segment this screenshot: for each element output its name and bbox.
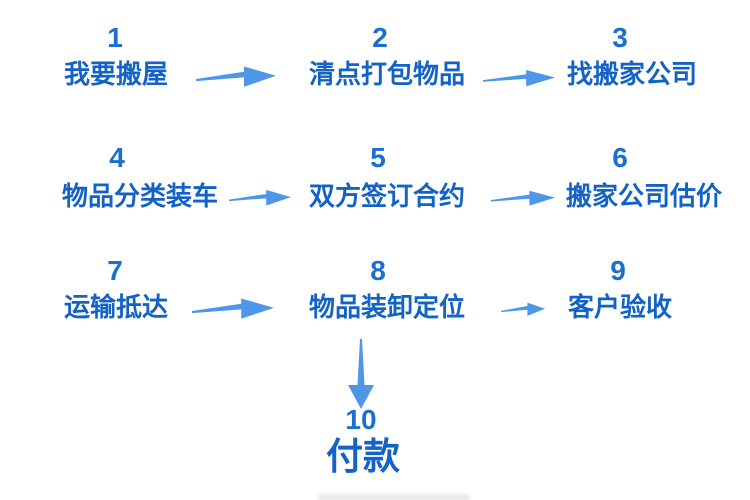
step-8-number: 8 xyxy=(370,255,386,286)
step-9-number: 9 xyxy=(610,255,626,286)
step-10-number: 10 xyxy=(345,404,377,435)
step-4-label: 物品分类装车 xyxy=(62,181,219,211)
step-7-label: 运输抵达 xyxy=(64,292,169,322)
step-1-label: 我要搬屋 xyxy=(64,59,169,89)
cutoff-bottom-artifact xyxy=(318,494,470,500)
arrow-right-icon xyxy=(491,189,555,208)
step-4-number: 4 xyxy=(109,142,125,173)
arrow-right-icon xyxy=(229,188,291,208)
arrow-down-icon xyxy=(345,339,377,409)
arrow-right-icon xyxy=(501,301,545,318)
arrow-right-icon xyxy=(483,68,555,89)
step-5-number: 5 xyxy=(370,142,386,173)
step-5-label: 双方签订合约 xyxy=(309,181,466,211)
step-7-number: 7 xyxy=(107,255,123,286)
step-1-number: 1 xyxy=(107,22,123,53)
step-10-label: 付款 xyxy=(326,436,400,477)
step-6-label: 搬家公司估价 xyxy=(566,181,723,211)
step-8-label: 物品装卸定位 xyxy=(309,292,466,322)
step-3-label: 找搬家公司 xyxy=(567,59,698,89)
arrow-right-icon xyxy=(192,296,274,322)
step-9-label: 客户验收 xyxy=(568,292,673,322)
step-3-number: 3 xyxy=(612,22,628,53)
arrow-right-icon xyxy=(196,64,276,90)
step-2-number: 2 xyxy=(372,22,388,53)
step-6-number: 6 xyxy=(612,142,628,173)
step-2-label: 清点打包物品 xyxy=(309,59,466,89)
